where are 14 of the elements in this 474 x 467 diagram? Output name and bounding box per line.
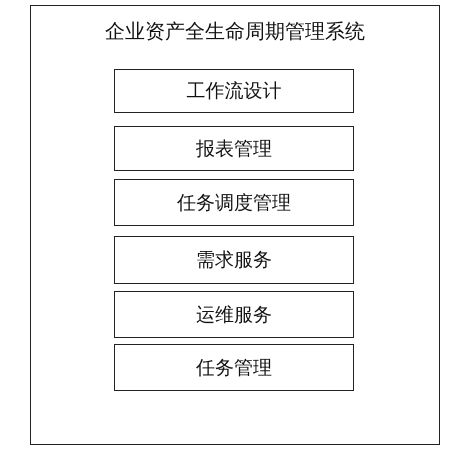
module-box bbox=[114, 344, 354, 391]
module-box bbox=[114, 236, 354, 284]
module-label: 需求服务 bbox=[195, 248, 273, 273]
system-title: 企业资产全生命周期管理系统 bbox=[104, 18, 366, 45]
module-box bbox=[114, 179, 354, 226]
module-label: 任务管理 bbox=[195, 356, 273, 380]
module-label: 工作流设计 bbox=[186, 79, 282, 104]
system-frame bbox=[30, 5, 440, 445]
module-label: 运维服务 bbox=[195, 302, 273, 328]
module-label: 报表管理 bbox=[195, 136, 273, 162]
module-box bbox=[114, 291, 354, 338]
module-label: 任务调度管理 bbox=[176, 190, 292, 216]
module-box bbox=[114, 69, 354, 113]
module-box bbox=[114, 126, 354, 171]
